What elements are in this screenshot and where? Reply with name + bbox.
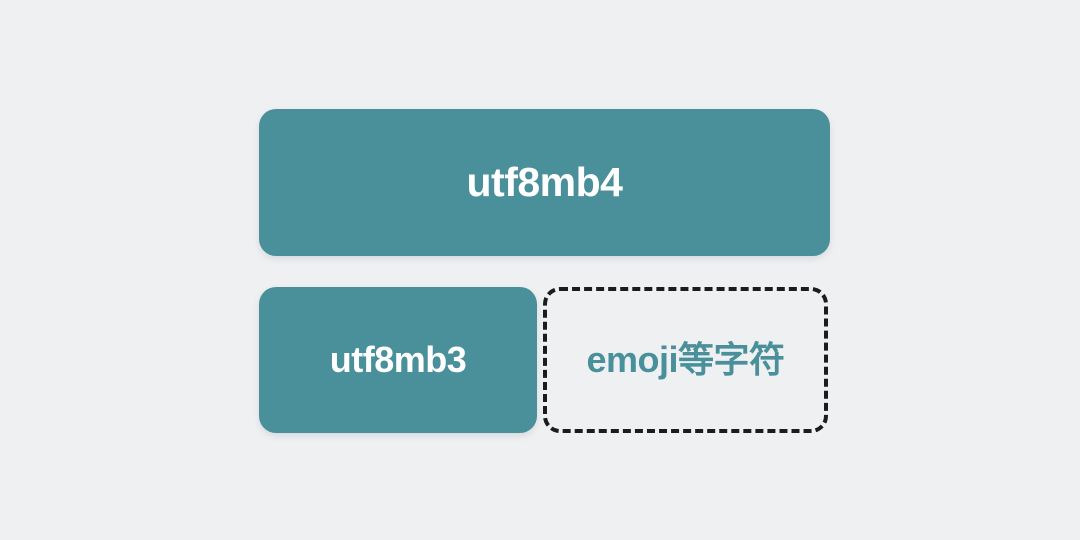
block-utf8mb3: utf8mb3	[259, 287, 537, 433]
block-utf8mb3-label: utf8mb3	[329, 339, 467, 380]
block-emoji-characters: emoji等字符	[543, 287, 828, 433]
block-utf8mb4-label: utf8mb4	[466, 159, 623, 205]
block-emoji-characters-label: emoji等字符	[586, 339, 785, 380]
block-utf8mb4: utf8mb4	[259, 109, 830, 256]
